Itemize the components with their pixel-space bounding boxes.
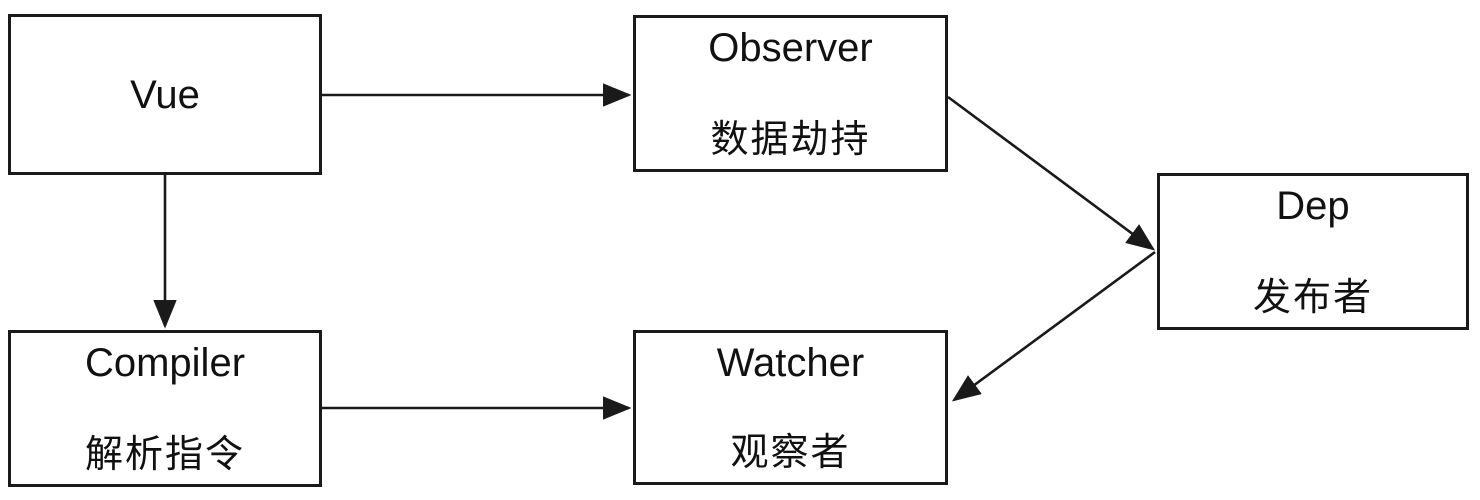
node-vue-label: Vue	[130, 72, 200, 117]
node-observer-sublabel: 数据劫持	[710, 119, 871, 161]
node-dep-sublabel: 发布者	[1252, 277, 1373, 319]
node-compiler: Compiler 解析指令	[8, 330, 322, 487]
node-compiler-sublabel: 解析指令	[84, 434, 245, 476]
node-dep: Dep 发布者	[1157, 173, 1469, 330]
node-vue: Vue	[8, 14, 322, 175]
node-dep-label: Dep	[1276, 184, 1350, 228]
node-observer: Observer 数据劫持	[633, 15, 948, 172]
node-observer-label: Observer	[708, 26, 873, 70]
arrow-dep-to-watcher	[951, 250, 1156, 402]
arrow-observer-to-dep	[947, 95, 1156, 251]
node-compiler-label: Compiler	[84, 341, 246, 385]
node-watcher-label: Watcher	[716, 341, 865, 385]
node-watcher-sublabel: 观察者	[730, 432, 851, 474]
node-watcher: Watcher 观察者	[633, 330, 948, 485]
